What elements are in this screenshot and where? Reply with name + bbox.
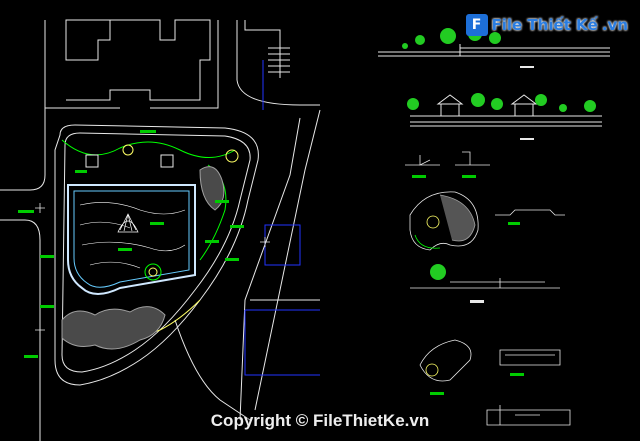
shell-fountain [117,213,139,233]
tree-ring [122,144,134,156]
rock-garden [199,166,225,211]
plaza-square [85,154,99,168]
label-tags [18,130,244,358]
filethietke-logo: F File Thiết Kế .vn [465,14,628,36]
logo-text: File Thiết Kế [491,16,598,34]
road-edge [236,20,320,106]
building-outline [65,19,211,101]
round-planter [144,263,162,281]
site-plan [0,19,321,441]
rock-garden [61,306,166,350]
stair [268,47,290,73]
tree-ring [225,149,239,163]
detail-drawings [405,151,571,426]
building-outline [44,20,219,109]
boundary-blue [244,224,320,376]
pond-outline[interactable] [67,184,196,295]
tree-symbol [407,93,596,112]
park-boundary-inner [61,132,251,373]
crosshair-markers [35,203,270,335]
pond-outline-inner [73,190,190,288]
plaza-square [160,154,174,168]
logo-mark-icon: F [465,14,488,36]
road-edge [239,109,321,421]
round-planter-inner [148,267,158,277]
gazebo-symbol [436,94,538,116]
road-edge [174,299,320,421]
water-lines [79,202,186,269]
copyright-watermark: Copyright © FileThietKe.vn [210,411,430,430]
elevation-2 [407,93,602,140]
road-edge [0,108,46,441]
logo-suffix: .vn [601,16,628,34]
